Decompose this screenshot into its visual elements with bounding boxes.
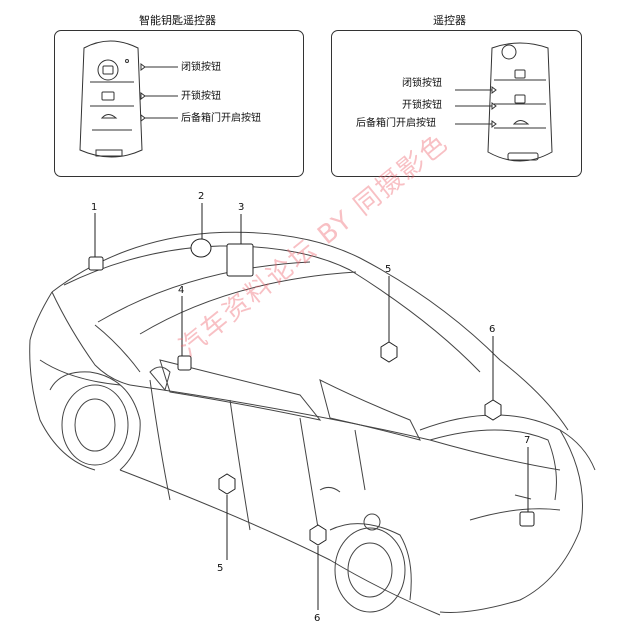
callout-2: 2 — [198, 191, 205, 202]
component-4-marker — [177, 355, 192, 371]
smart-key-lock-button-label: 闭锁按钮 — [181, 62, 221, 73]
remote-trunk-button-label: 后备箱门开启按钮 — [356, 118, 436, 129]
callout-3: 3 — [238, 202, 245, 213]
callout-leaders — [94, 203, 529, 610]
smart-key-trunk-button-label: 后备箱门开启按钮 — [181, 113, 261, 124]
antenna-6-rear-marker — [484, 399, 502, 421]
remote-fob-drawing — [487, 42, 553, 162]
antenna-5-side-marker — [218, 473, 236, 495]
smart-key-fob-drawing — [79, 40, 143, 158]
callout-6-side: 6 — [314, 613, 321, 624]
callout-7: 7 — [524, 435, 531, 446]
antenna-5-roof-marker — [380, 341, 398, 363]
callout-4: 4 — [178, 285, 185, 296]
component-2-marker — [190, 238, 212, 258]
antenna-1-marker — [88, 256, 104, 271]
component-markers — [88, 238, 535, 546]
antenna-6-side-marker — [309, 524, 327, 546]
remote-lock-button-label: 闭锁按钮 — [402, 78, 442, 89]
car-drawing — [29, 231, 596, 616]
callout-6-rear: 6 — [489, 324, 496, 335]
callout-5-side: 5 — [217, 563, 224, 574]
smart-key-unlock-button-label: 开锁按钮 — [181, 91, 221, 102]
remote-unlock-button-label: 开锁按钮 — [402, 100, 442, 111]
remote-panel-title: 遥控器 — [433, 14, 466, 27]
module-3-marker — [226, 243, 254, 277]
callout-1: 1 — [91, 202, 98, 213]
smart-key-panel-title: 智能钥匙遥控器 — [139, 14, 216, 27]
antenna-7-marker — [519, 511, 535, 527]
callout-5-roof: 5 — [385, 264, 392, 275]
